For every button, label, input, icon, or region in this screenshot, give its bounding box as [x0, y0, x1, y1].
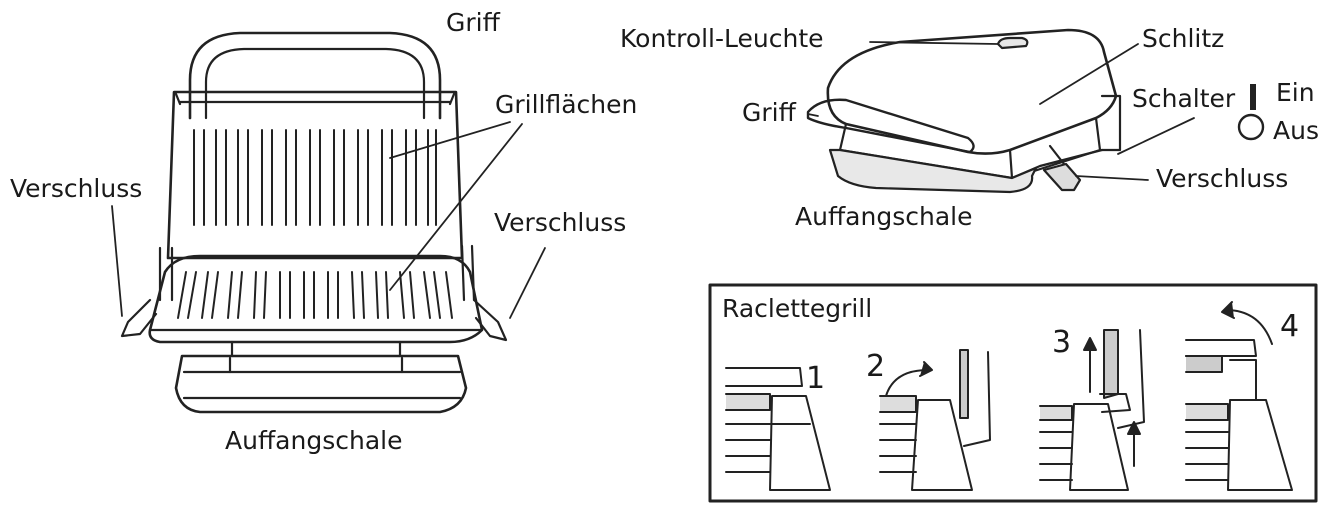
label-griff-left: Griff — [446, 8, 500, 37]
label-verschluss-left-right: Verschluss — [494, 208, 627, 237]
switch-on-symbol — [1250, 84, 1256, 110]
label-schalter: Schalter — [1132, 84, 1236, 113]
label-kontroll-leuchte: Kontroll-Leuchte — [620, 24, 824, 53]
label-auffangschale-right: Auffangschale — [795, 202, 973, 231]
raclette-step-1-drawing — [725, 367, 831, 491]
label-griff-right: Griff — [742, 98, 796, 127]
front-handle — [806, 98, 975, 154]
raclette-step-4-drawing — [1185, 301, 1293, 491]
raclette-step-4-number: 4 — [1280, 309, 1300, 344]
grill-handle — [188, 31, 442, 120]
label-grillflaechen: Grillflächen — [495, 90, 638, 119]
closed-grill-illustration — [806, 28, 1122, 194]
indicator-lamp — [996, 36, 1029, 50]
raclette-step-3-number: 3 — [1052, 325, 1072, 360]
raclette-step-2-drawing — [879, 349, 991, 491]
label-aus: Aus — [1273, 116, 1319, 145]
drip-tray-left — [174, 354, 468, 414]
open-grill-illustration — [120, 31, 508, 414]
label-ein: Ein — [1276, 78, 1315, 107]
raclette-title: Raclettegrill — [722, 294, 873, 323]
label-verschluss-left: Verschluss — [10, 174, 143, 203]
upper-grill-ribs — [193, 129, 437, 226]
raclette-step-3-drawing — [1039, 329, 1145, 491]
raclette-box — [708, 283, 1318, 503]
switch-off-symbol — [1237, 113, 1265, 141]
right-leader-lines — [807, 41, 1195, 181]
raclette-step-1-number: 1 — [806, 361, 826, 396]
label-auffangschale-left: Auffangschale — [225, 426, 403, 455]
closed-grill-lid — [826, 28, 1118, 155]
lower-grill-ribs — [177, 271, 453, 319]
label-verschluss-right: Verschluss — [1156, 164, 1289, 193]
left-leader-lines — [111, 121, 546, 319]
upper-grill-plate — [166, 90, 464, 260]
raclette-step-2-number: 2 — [866, 349, 886, 384]
label-schlitz: Schlitz — [1142, 24, 1225, 53]
drip-tray-right — [828, 148, 1038, 194]
